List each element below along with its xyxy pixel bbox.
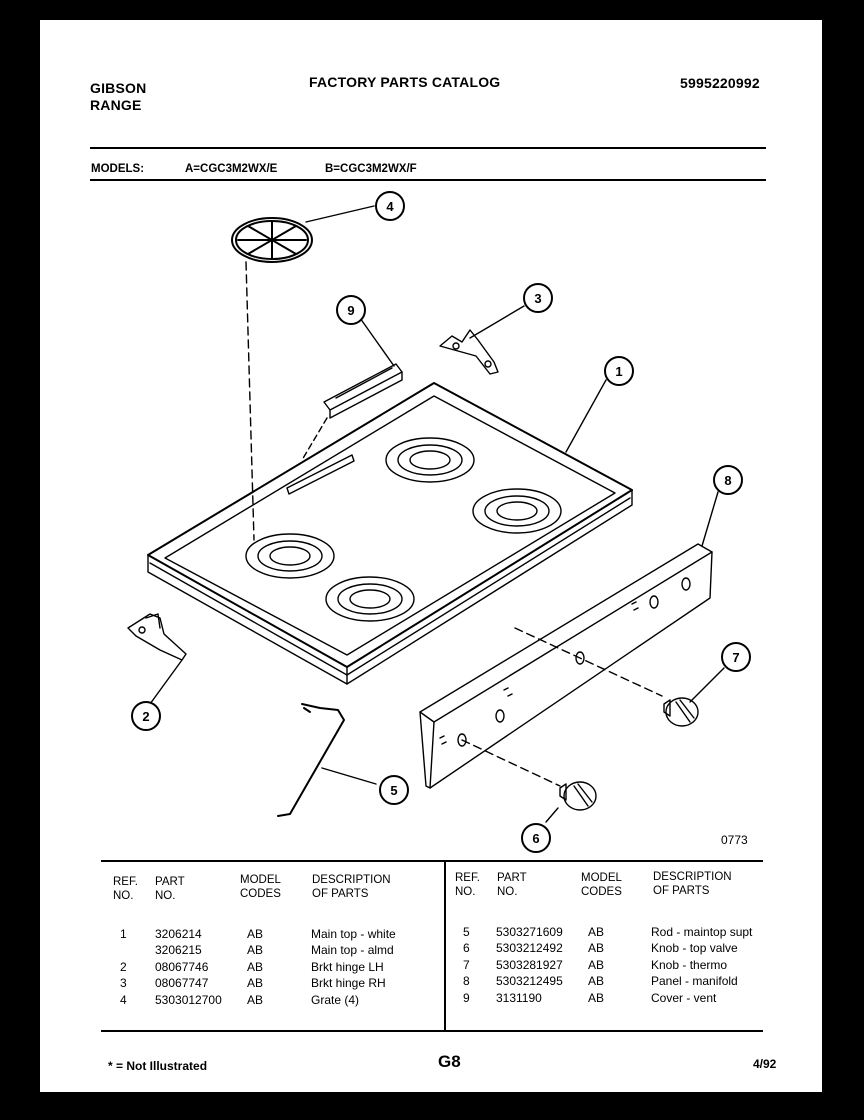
model-b: B=CGC3M2WX/F bbox=[325, 163, 417, 175]
callout-1: 1 bbox=[615, 364, 622, 379]
left-ref-column: 1 2 3 4 bbox=[120, 926, 127, 1008]
right-ref-column: 5 6 7 8 9 bbox=[463, 924, 470, 1006]
callout-7: 7 bbox=[732, 650, 739, 665]
models-rule bbox=[90, 179, 766, 181]
table-row-part: 5303271609 bbox=[496, 925, 563, 939]
page-number: G8 bbox=[438, 1052, 461, 1071]
knob-thermo-part bbox=[663, 697, 699, 727]
callout-4: 4 bbox=[386, 199, 394, 214]
table-row-codes: AB bbox=[588, 990, 605, 1005]
table-row-codes: AB bbox=[247, 976, 264, 991]
revision-date: 4/92 bbox=[753, 1057, 777, 1071]
vent-cover-part bbox=[323, 363, 403, 419]
table-row-codes: AB bbox=[247, 959, 264, 974]
table-row-part: 5303012700 bbox=[155, 992, 222, 1007]
table-row-codes: AB bbox=[588, 957, 605, 972]
knob-top-valve-part bbox=[559, 781, 597, 811]
table-row-codes: AB bbox=[247, 992, 264, 1007]
product-name: RANGE bbox=[90, 97, 142, 113]
table-row-desc: Rod - maintop supt bbox=[651, 925, 753, 939]
table-divider bbox=[444, 860, 446, 1031]
table-row-desc: Grate (4) bbox=[311, 992, 360, 1007]
rod-part bbox=[277, 703, 345, 817]
table-row-ref: 5 bbox=[463, 925, 470, 939]
table-row-desc: Main top - almd bbox=[311, 943, 394, 958]
models-label: MODELS: bbox=[91, 163, 145, 175]
table-bottom-rule bbox=[101, 1030, 763, 1032]
figure-code: 0773 bbox=[721, 833, 748, 847]
table-row-part: 5303281927 bbox=[496, 957, 563, 972]
table-row-desc: Panel - manifold bbox=[651, 974, 738, 989]
table-row-desc: Brkt hinge LH bbox=[311, 959, 384, 974]
callout-9: 9 bbox=[347, 303, 354, 318]
table-row-part: 5303212495 bbox=[496, 974, 563, 989]
table-row-part: 3206214 bbox=[155, 927, 202, 941]
table-row-ref: 2 bbox=[120, 959, 127, 974]
left-codes-column: AB AB AB AB AB bbox=[247, 926, 263, 1008]
table-top-rule bbox=[101, 860, 763, 862]
table-row-ref bbox=[120, 942, 127, 958]
table-row-ref: 9 bbox=[463, 990, 470, 1005]
table-row-part: 08067746 bbox=[155, 959, 209, 974]
catalog-number: 5995220992 bbox=[680, 75, 760, 91]
grate-part bbox=[231, 217, 313, 263]
table-row-codes: AB bbox=[588, 925, 605, 939]
right-description-column: Rod - maintop supt Knob - top valve Knob… bbox=[651, 924, 752, 1006]
table-row-codes: AB bbox=[588, 974, 605, 989]
table-row-desc: Brkt hinge RH bbox=[311, 976, 386, 991]
left-part-column: 3206214 3206215 08067746 08067747 530301… bbox=[155, 926, 222, 1008]
main-top-part bbox=[147, 382, 633, 685]
table-row-codes: AB bbox=[247, 943, 264, 958]
table-row-ref: 1 bbox=[120, 927, 127, 941]
hinge-rh-part bbox=[439, 329, 499, 375]
left-description-column: Main top - white Main top - almd Brkt hi… bbox=[311, 926, 396, 1008]
callout-3: 3 bbox=[534, 291, 541, 306]
header-ref-right: REF.NO. bbox=[455, 872, 480, 898]
table-row-part: 3131190 bbox=[496, 990, 542, 1005]
table-row-desc: Knob - top valve bbox=[651, 941, 738, 956]
table-row-ref: 7 bbox=[463, 957, 470, 972]
table-row-part: 5303212492 bbox=[496, 941, 563, 956]
hinge-lh-part bbox=[127, 613, 187, 661]
callout-8: 8 bbox=[724, 473, 731, 488]
callout-5: 5 bbox=[390, 783, 397, 798]
right-codes-column: AB AB AB AB AB bbox=[588, 924, 604, 1006]
table-row-desc: Main top - white bbox=[311, 927, 396, 941]
table-row-ref: 4 bbox=[120, 992, 127, 1007]
table-row-part: 08067747 bbox=[155, 976, 209, 991]
manifold-panel-part bbox=[419, 543, 713, 789]
callout-6: 6 bbox=[532, 831, 539, 846]
table-row-codes: AB bbox=[247, 927, 264, 941]
table-row-desc: Cover - vent bbox=[651, 990, 717, 1005]
brand-name: GIBSON bbox=[90, 80, 147, 96]
model-a: A=CGC3M2WX/E bbox=[185, 163, 278, 175]
table-row-desc: Knob - thermo bbox=[651, 957, 728, 972]
table-row-ref: 8 bbox=[463, 974, 470, 989]
table-row-codes: AB bbox=[588, 941, 605, 956]
header-rule bbox=[90, 147, 766, 149]
table-row-ref: 6 bbox=[463, 941, 470, 956]
table-row-part: 3206215 bbox=[155, 943, 202, 958]
footnote-not-illustrated: * = Not Illustrated bbox=[108, 1059, 208, 1073]
header-ref: REF.NO. bbox=[113, 876, 138, 902]
catalog-title: FACTORY PARTS CATALOG bbox=[309, 74, 501, 90]
table-row-ref: 3 bbox=[120, 976, 127, 991]
callout-2: 2 bbox=[142, 709, 149, 724]
right-part-column: 5303271609 5303212492 5303281927 5303212… bbox=[496, 924, 563, 1006]
